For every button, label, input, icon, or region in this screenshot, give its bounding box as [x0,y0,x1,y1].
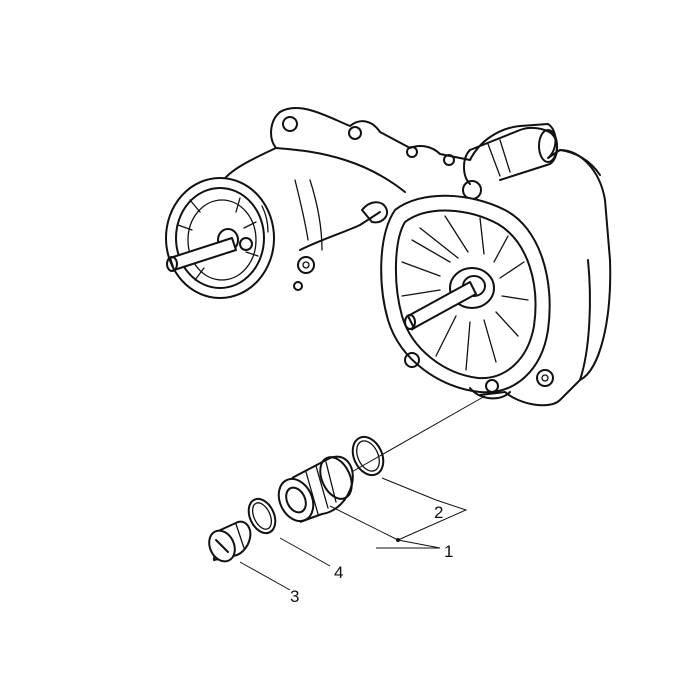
callout-2: 2 [434,503,443,522]
drain-plug-part [208,520,252,563]
starter-motor-drawing [463,126,558,185]
callout-4: 4 [334,563,343,582]
callout-leaders [239,477,468,591]
callout-3: 3 [290,587,299,606]
o-ring-small-part [247,497,277,535]
brake-drum-drawing [165,177,275,299]
o-ring-large-part [351,435,385,477]
callout-1: 1 [444,542,453,561]
fan-cover-drawing [380,194,551,400]
engine-crankcase-drawing [221,107,612,407]
filter-screen-part [277,455,354,523]
